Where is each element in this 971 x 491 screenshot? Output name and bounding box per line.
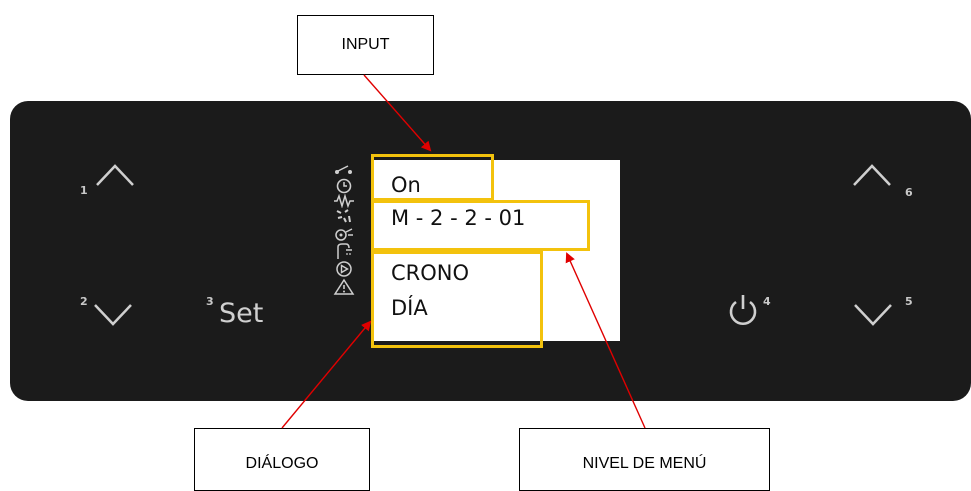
button-number-6: 6 <box>905 186 913 199</box>
down-button-left[interactable] <box>93 303 133 327</box>
input-highlight <box>371 154 494 201</box>
pellet-icon <box>336 209 351 223</box>
chevron-up-icon <box>853 164 891 186</box>
screen-menu-level-line: M - 2 - 2 - 01 <box>391 206 526 230</box>
up-button-left[interactable] <box>95 163 135 187</box>
input-callout: INPUT <box>297 15 434 75</box>
warning-icon <box>333 278 355 295</box>
button-number-1: 1 <box>80 184 88 197</box>
button-number-2: 2 <box>80 295 88 308</box>
input-callout-label: INPUT <box>341 36 390 53</box>
power-icon <box>729 295 757 325</box>
menu-level-highlight <box>371 200 590 251</box>
chevron-up-icon <box>96 164 134 186</box>
fan-icon <box>335 228 353 241</box>
status-icons-column <box>333 161 355 296</box>
up-button-right[interactable] <box>852 163 892 187</box>
dialogo-callout-label: DIÁLOGO <box>245 454 319 472</box>
screen-dialog-line-2: DÍA <box>391 296 428 320</box>
button-number-5: 5 <box>905 295 913 308</box>
set-button[interactable]: Set <box>219 298 264 329</box>
dialog-highlight <box>371 251 543 348</box>
button-number-4: 4 <box>763 295 771 308</box>
clock-icon <box>336 178 352 194</box>
power-button[interactable] <box>727 292 759 328</box>
down-button-right[interactable] <box>853 303 893 327</box>
button-number-3: 3 <box>206 295 214 308</box>
chevron-down-icon <box>854 304 892 326</box>
chevron-down-icon <box>94 304 132 326</box>
play-icon <box>336 261 352 277</box>
shower-icon <box>337 243 352 259</box>
switch-icon <box>335 165 352 174</box>
nivel-menu-callout-label: NIVEL DE MENÚ <box>582 454 707 472</box>
wave-icon <box>334 194 354 208</box>
screen-input-line: On <box>391 173 421 197</box>
screen-dialog-line-1: CRONO <box>391 261 470 285</box>
nivel-menu-callout: NIVEL DE MENÚ <box>519 428 770 491</box>
dialogo-callout: DIÁLOGO <box>194 428 370 491</box>
